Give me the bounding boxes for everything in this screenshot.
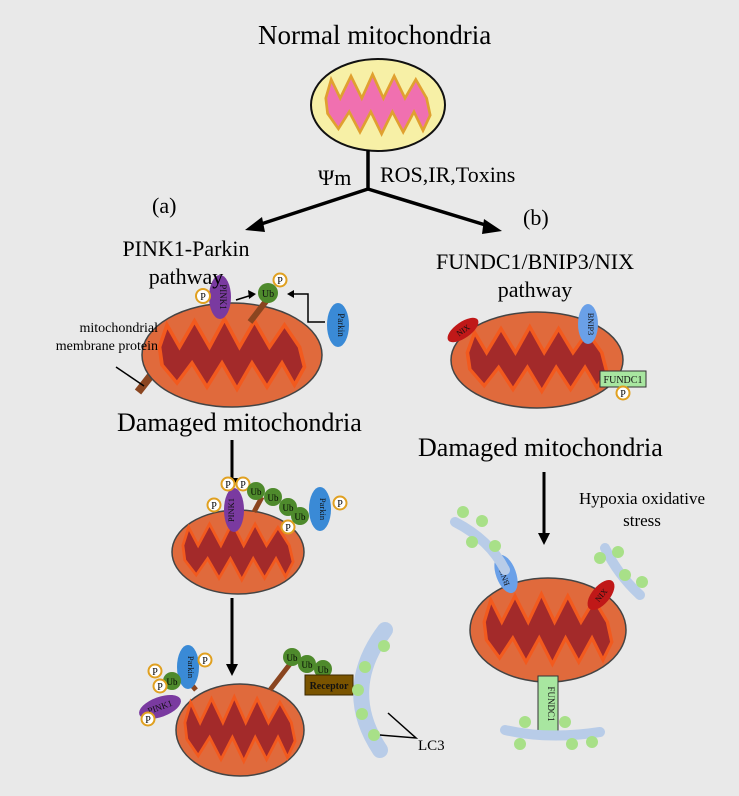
arrow-head-left [245,217,265,232]
svg-text:P: P [240,480,246,491]
svg-text:Ub: Ub [268,493,279,503]
branch-b-pathway-line1: FUNDC1/BNIP3/NIX [435,249,635,274]
branch-a-damaged-label: Damaged mitochondria [117,408,362,437]
branch-b-pathway-line2: pathway [497,277,573,302]
nix-marker-b1: NIX [447,317,479,343]
svg-text:Receptor: Receptor [310,681,349,692]
svg-text:Ub: Ub [283,503,294,513]
svg-text:Parkin: Parkin [336,313,346,337]
hypoxia-stress-label: Hypoxia oxidative stress [578,489,706,530]
pink1-marker-a2: PINK1 [224,488,244,532]
svg-text:Ub: Ub [167,677,178,687]
branch-a-pathway-title: PINK1-Parkin pathway [86,235,286,291]
receptor-box: Receptor [304,674,354,696]
bnip3-marker-b1: BNIP3 [578,304,598,344]
svg-text:P: P [211,501,217,512]
p-cluster-a2: P P P P P [206,476,348,535]
svg-text:P: P [277,276,283,287]
svg-text:P: P [202,656,208,667]
svg-text:PINK1: PINK1 [226,498,236,522]
svg-text:Ub: Ub [318,665,329,675]
svg-text:P: P [152,667,158,678]
nix-marker-b2: NIX [587,580,615,610]
fundc1-marker-b1: FUNDC1 P [599,370,647,401]
pink1-label-a1: PINK1 [218,284,228,310]
branch-arrows [254,150,493,229]
svg-text:P: P [285,523,291,534]
svg-text:Ub: Ub [295,512,306,522]
svg-text:Ub: Ub [287,653,298,663]
lc3-label: LC3 [418,738,445,754]
ub-marker-a1: Ub [258,283,278,303]
svg-text:FUNDC1: FUNDC1 [546,686,556,721]
branch-a-marker: (a) [152,193,177,218]
parkin-marker-a3: Parkin [177,645,199,689]
p-cluster-a3: P P P P [140,652,213,727]
svg-text:Ub: Ub [262,289,274,300]
parkin-marker-a1: Parkin [327,303,349,347]
svg-text:P: P [620,389,626,400]
parkin-marker-a2: Parkin [309,487,331,531]
svg-text:Ub: Ub [302,660,313,670]
svg-text:P: P [225,480,231,491]
ub-chain-a3: Ub Ub Ub [283,648,332,678]
membrane-potential-label: Ψm [318,165,352,190]
ub-chain-a2: Ub Ub Ub Ub [247,482,309,525]
branch-a-pathway-line1: PINK1-Parkin [122,236,250,261]
branch-b-pathway-title: FUNDC1/BNIP3/NIX pathway [410,248,660,304]
svg-text:P: P [145,715,151,726]
arrow-head-right [482,219,502,234]
svg-text:Ub: Ub [251,487,262,497]
svg-text:FUNDC1: FUNDC1 [604,375,643,386]
pink1-marker-a1: PINK1 [209,275,231,319]
arrow-parkin-to-ub [292,293,325,323]
svg-text:P: P [157,682,163,693]
svg-text:Parkin: Parkin [186,656,196,679]
title-normal-mitochondria: Normal mitochondria [258,20,492,50]
ub-marker-a3: Ub [163,672,181,690]
fundc1-marker-b2: FUNDC1 [537,675,559,733]
autophagosome-membranes-b [450,506,648,750]
phospho-p-a1b: P [272,272,288,288]
lc3-pointer [379,712,419,739]
branch-b-damaged-label: Damaged mitochondria [418,433,663,462]
membrane-protein-label: mitochondrial membrane protein [55,321,158,354]
protein-pointer-line [115,366,145,387]
phospho-p-a1: P [195,288,211,304]
autophagosome-membrane-a [352,622,393,758]
normal-mitochondrion [310,58,446,152]
svg-text:Parkin: Parkin [318,498,328,521]
branch-b-marker: (b) [523,205,549,230]
stressors-label: ROS,IR,Toxins [380,162,516,187]
branch-a-pathway-line2: pathway [148,264,224,289]
damaged-mitochondrion-a1 [134,294,323,408]
svg-text:P: P [337,499,343,510]
svg-text:BNIP3: BNIP3 [586,313,595,335]
svg-text:P: P [200,292,206,303]
